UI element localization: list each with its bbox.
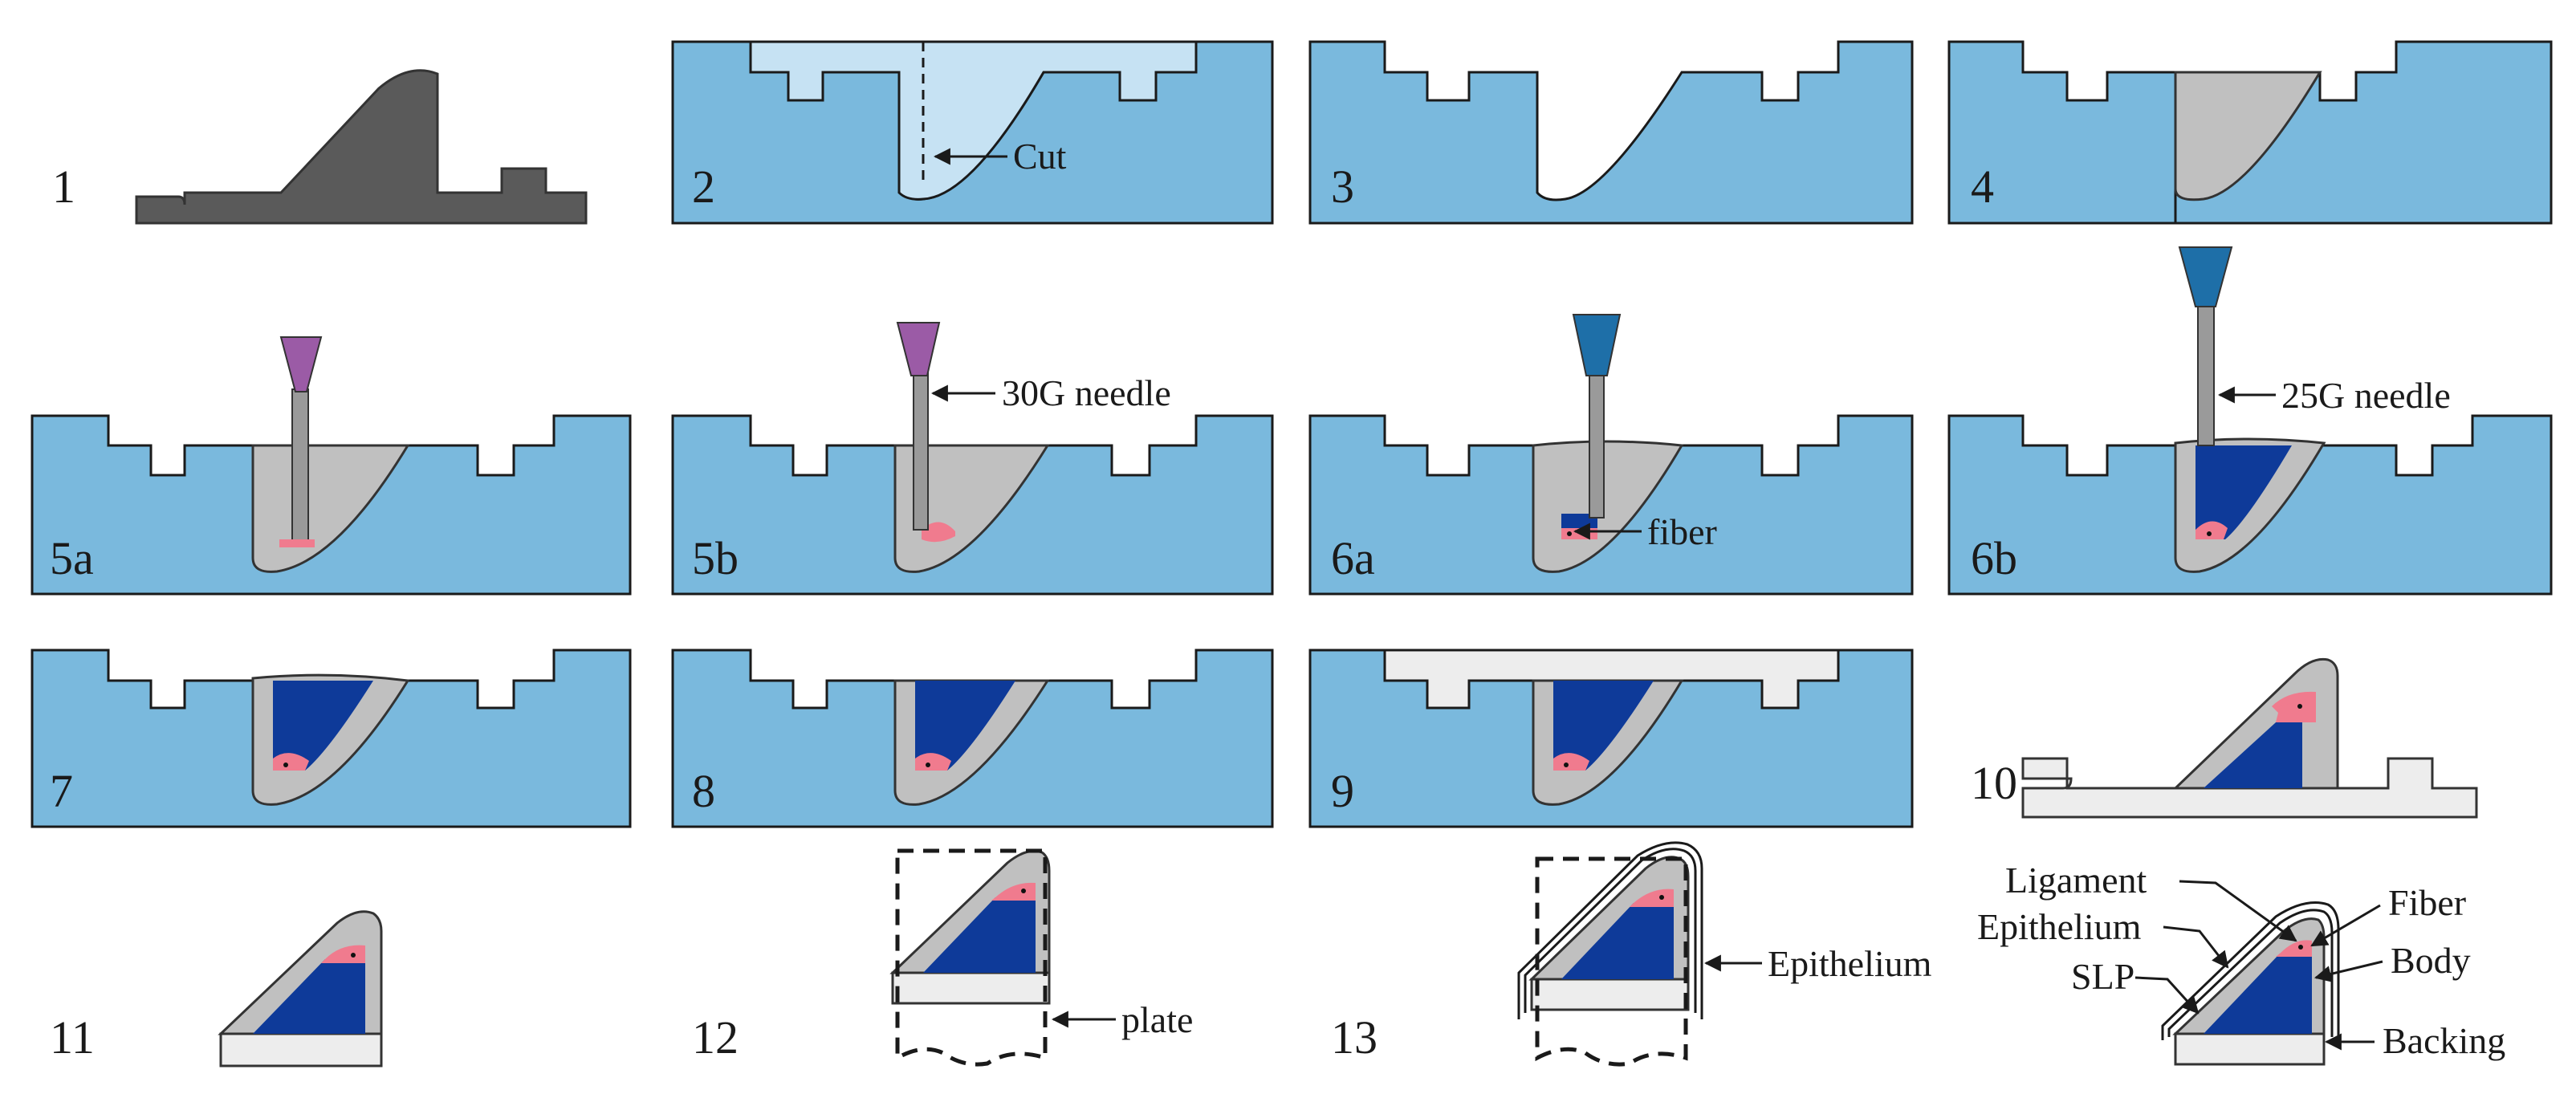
panel-12: plate 12 [692,848,1193,1067]
legend-fiber: Fiber [2388,882,2466,923]
needle-30g-label: 30G needle [1002,372,1171,413]
panel-6b: 25G needle 6b [1947,246,2553,596]
final-structure-legend: Ligament Epithelium SLP Fiber Body Backi… [1977,860,2505,1066]
step-label-4: 4 [1971,161,1994,213]
legend-ligament: Ligament [2005,860,2147,901]
panel-10: 10 [1971,657,2478,819]
legend-body: Body [2391,940,2471,981]
epithelium-step-label: Epithelium [1768,943,1932,984]
step-label-2: 2 [692,161,715,213]
step-label-1: 1 [52,161,75,213]
panel-5a: 5a [31,336,632,596]
panel-5b: 30G needle 5b [671,322,1274,596]
step-label-11: 11 [50,1011,95,1063]
cut-label: Cut [1013,136,1067,177]
panel-8: 8 [671,649,1274,828]
panel-2-cast: Cut 2 [671,40,1274,225]
step-label-5b: 5b [692,532,739,584]
step-label-12: 12 [692,1011,739,1063]
panel-9: 9 [1308,649,1914,828]
step-label-10: 10 [1971,757,2017,809]
step-label-9: 9 [1331,765,1354,817]
master-shape [135,69,588,225]
step-label-5a: 5a [50,532,94,584]
step-label-8: 8 [692,765,715,817]
legend-slp: SLP [2071,956,2134,997]
needle-25g-label: 25G needle [2281,375,2451,416]
panel-7: 7 [31,649,632,828]
panel-6a: fiber 6a [1308,314,1914,596]
step-label-13: 13 [1331,1011,1378,1063]
step-label-6a: 6a [1331,532,1375,584]
panel-13: Epithelium 13 [1331,841,1932,1067]
cast-layer [749,40,1198,201]
fiber-step-label: fiber [1647,511,1717,552]
step-label-3: 3 [1331,161,1354,213]
panel-1-master-mold: 1 [52,69,588,225]
step-label-7: 7 [50,765,73,817]
panel-4-mold-grey: 4 [1947,40,2553,225]
step-label-6b: 6b [1971,532,2017,584]
legend-backing: Backing [2383,1020,2505,1061]
legend-epithelium: Epithelium [1977,906,2142,947]
panel-11: 11 [50,910,383,1068]
plate-label: plate [1121,999,1193,1040]
panel-3-mold: 3 [1308,40,1914,225]
